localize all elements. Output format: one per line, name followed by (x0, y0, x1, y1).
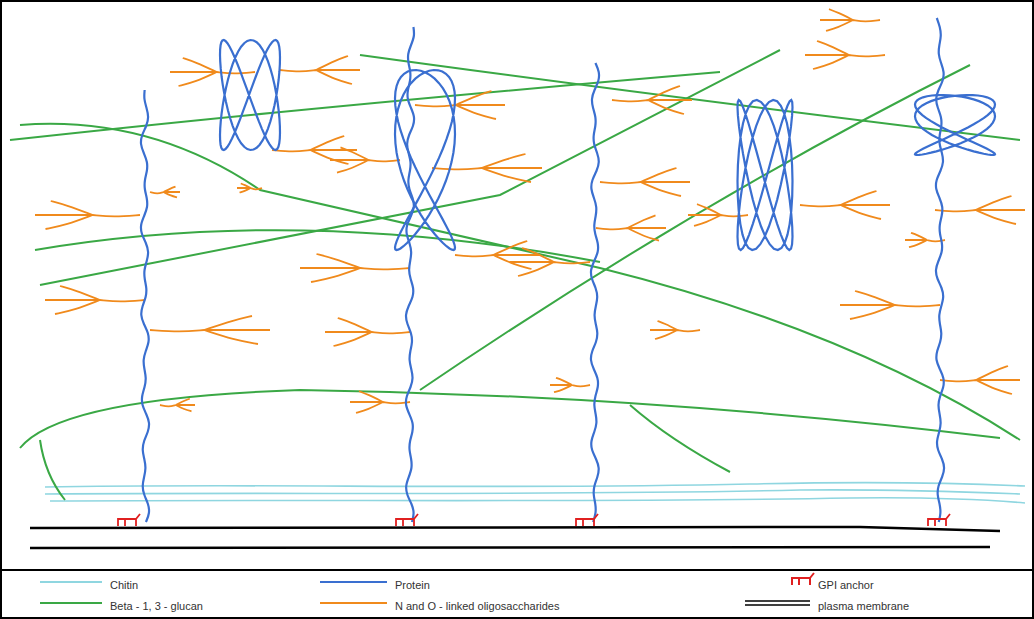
legend-sample (320, 581, 387, 583)
oligosaccharide (325, 318, 410, 346)
legend-sample (40, 581, 102, 583)
gpi-anchor (396, 514, 418, 526)
oligosaccharide (510, 248, 590, 276)
legend-sample (40, 602, 102, 604)
legend-sample (745, 601, 810, 605)
protein-coil (220, 40, 280, 150)
legend-sample (320, 602, 387, 604)
oligosaccharide (150, 187, 180, 198)
oligosaccharide (935, 196, 1025, 224)
legend-label: Chitin (110, 579, 138, 591)
oligosaccharide (432, 154, 542, 182)
legend-item: Chitin (110, 575, 138, 593)
oligosaccharide (596, 215, 666, 240)
oligosaccharide (820, 9, 880, 31)
protein-strand (591, 63, 599, 522)
oligosaccharide (280, 56, 360, 84)
legend-sample (792, 573, 814, 585)
gpi-anchor (928, 514, 950, 526)
legend-label: Beta - 1, 3 - glucan (110, 600, 203, 612)
oligosaccharide (330, 147, 400, 172)
oligosaccharide (300, 254, 410, 282)
protein-strand (406, 27, 414, 522)
legend-label: N and O - linked oligosaccharides (395, 600, 559, 612)
oligosaccharide (237, 184, 262, 193)
legend-item: GPI anchor (818, 575, 874, 593)
legend-label: GPI anchor (818, 579, 874, 591)
chitin-fibres (45, 483, 1025, 503)
gpi-anchor (118, 514, 140, 526)
plasma-membrane (30, 527, 1000, 548)
protein-coil (738, 100, 793, 250)
oligosaccharide (35, 201, 140, 229)
legend-label: Protein (395, 579, 430, 591)
oligosaccharide (350, 391, 410, 413)
legend-item: Beta - 1, 3 - glucan (110, 596, 203, 614)
protein-coil (915, 95, 995, 155)
oligosaccharide (905, 233, 945, 247)
oligosaccharide (170, 58, 255, 86)
legend-item: Protein (395, 575, 430, 593)
protein-coil (395, 70, 455, 250)
oligosaccharide (650, 321, 700, 339)
oligosaccharides (35, 9, 1025, 413)
oligosaccharide (805, 41, 885, 69)
oligosaccharide (600, 168, 690, 196)
oligosaccharide (800, 191, 890, 219)
oligosaccharide (550, 378, 590, 392)
oligosaccharide (415, 91, 505, 119)
oligosaccharide (455, 241, 540, 269)
oligosaccharide (840, 291, 940, 319)
oligosaccharide (940, 366, 1020, 394)
beta-glucan-chains (10, 50, 1020, 500)
legend-item: N and O - linked oligosaccharides (395, 596, 559, 614)
legend-divider (1, 569, 1033, 571)
gpi-anchors (118, 514, 950, 526)
protein-strand (936, 18, 944, 522)
oligosaccharide (612, 86, 692, 114)
oligosaccharide (160, 399, 195, 412)
gpi-anchor (576, 514, 598, 526)
oligosaccharide (45, 286, 145, 314)
legend-label: plasma membrane (818, 600, 909, 612)
oligosaccharide (150, 316, 270, 344)
legend-item: plasma membrane (818, 596, 909, 614)
proteins (141, 18, 995, 522)
protein-strand (141, 90, 149, 522)
